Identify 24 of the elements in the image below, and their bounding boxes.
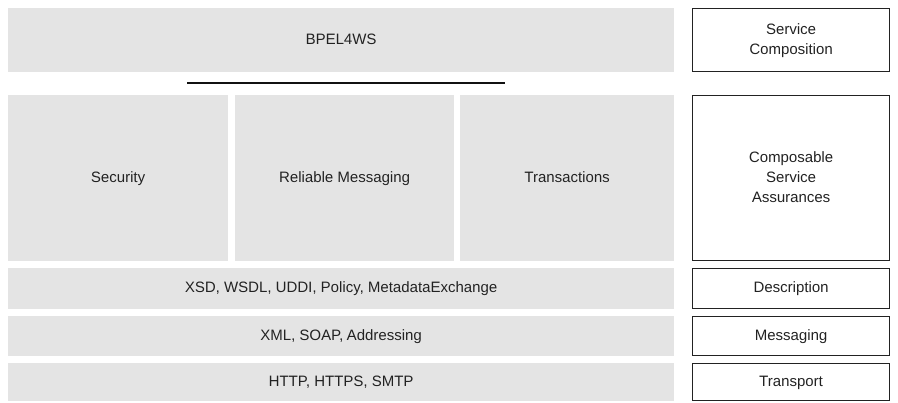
layer-label: HTTP, HTTPS, SMTP [268,372,414,392]
layer-label: Description [752,278,830,298]
layer-label: Service Composition [748,20,834,60]
layer-band [8,8,674,72]
category-box [692,95,890,261]
layer-label: XML, SOAP, Addressing [259,326,423,346]
layer-band [8,268,674,309]
layer-label: Messaging [754,326,828,346]
category-box [692,268,890,309]
category-box [692,8,890,72]
layer-band [8,316,674,356]
layer-label: Transport [758,372,824,392]
category-box [692,316,890,356]
layer-label: Transactions [523,168,611,188]
layer-label: XSD, WSDL, UDDI, Policy, MetadataExchange [184,278,498,298]
layer-band [460,95,674,261]
layer-label: Reliable Messaging [278,168,411,188]
layer-label: Composable Service Assurances [748,148,834,208]
layer-label: Security [90,168,146,188]
layer-label: BPEL4WS [304,30,378,50]
layer-band [235,95,454,261]
layer-band [8,363,674,401]
layer-band [8,95,228,261]
category-box [692,363,890,401]
